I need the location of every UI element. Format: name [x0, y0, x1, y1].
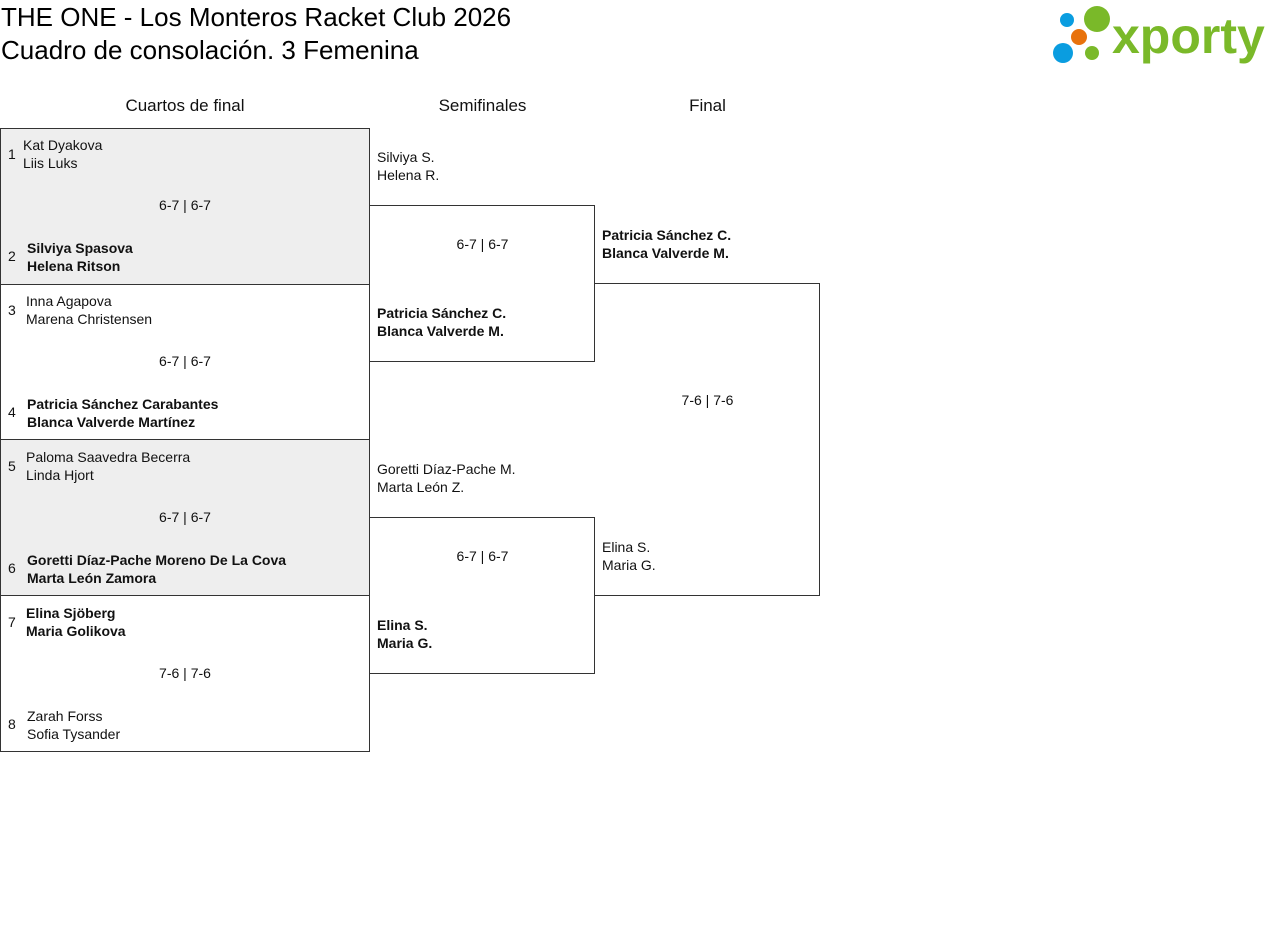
semifinal-1-team-b-player-1: Patricia Sánchez C.	[377, 305, 507, 321]
quarterfinal-match-4	[0, 596, 370, 752]
seed-number: 8	[8, 716, 16, 732]
quarterfinal-4-team-a-player-2: Maria Golikova	[26, 623, 126, 639]
xporty-logo: xporty	[1052, 4, 1276, 66]
final-team-a-player-1: Patricia Sánchez C.	[602, 227, 732, 243]
quarterfinal-2-team-b-player-2: Blanca Valverde Martínez	[27, 414, 196, 430]
quarterfinal-4-team-b-player-2: Sofia Tysander	[27, 726, 121, 742]
quarterfinal-match-2	[0, 284, 370, 440]
semifinal-2-team-a-player-1: Goretti Díaz-Pache M.	[377, 461, 516, 477]
final-team-b-player-2: Maria G.	[602, 557, 656, 573]
match-score: 7-6 | 7-6	[681, 392, 734, 408]
quarterfinal-1-team-b-player-1: Silviya Spasova	[27, 240, 133, 256]
semifinal-2-team-b-player-1: Elina S.	[377, 617, 428, 633]
seed-number: 1	[8, 146, 16, 162]
quarterfinal-3-team-b-player-1: Goretti Díaz-Pache Moreno De La Cova	[27, 552, 287, 568]
seed-number: 3	[8, 302, 16, 318]
seed-number: 4	[8, 404, 16, 420]
quarterfinal-match-1	[0, 128, 370, 285]
page-subtitle: Cuadro de consolación. 3 Femenina	[1, 35, 419, 65]
final-team-a-player-2: Blanca Valverde M.	[602, 245, 729, 261]
final-team-b-player-1: Elina S.	[602, 539, 651, 555]
quarterfinal-2-team-b-player-1: Patricia Sánchez Carabantes	[27, 396, 219, 412]
final-match	[594, 283, 820, 596]
logo-text: xporty	[1112, 8, 1265, 64]
match-score: 6-7 | 6-7	[159, 197, 211, 213]
quarterfinal-1-team-b-player-2: Helena Ritson	[27, 258, 121, 274]
quarterfinal-4-team-b-player-1: Zarah Forss	[27, 708, 103, 724]
round-quarterfinals: Cuartos de final	[125, 96, 245, 115]
quarterfinal-3-team-b-player-2: Marta León Zamora	[27, 570, 157, 586]
quarterfinal-4-team-a-player-1: Elina Sjöberg	[26, 605, 116, 621]
semifinal-2-team-b-player-2: Maria G.	[377, 635, 433, 651]
quarterfinal-3-team-a-player-2: Linda Hjort	[26, 467, 94, 483]
quarterfinal-1-team-a-player-1: Kat Dyakova	[23, 137, 103, 153]
match-score: 6-7 | 6-7	[159, 353, 211, 369]
match-score: 6-7 | 6-7	[159, 509, 211, 525]
seed-number: 6	[8, 560, 16, 576]
seed-number: 5	[8, 458, 16, 474]
match-score: 6-7 | 6-7	[456, 548, 509, 564]
page-title: THE ONE - Los Monteros Racket Club 2026	[1, 2, 512, 32]
semifinal-2-team-a-player-2: Marta León Z.	[377, 479, 465, 495]
semifinal-1-team-b-player-2: Blanca Valverde M.	[377, 323, 504, 339]
quarterfinal-match-3	[0, 440, 370, 596]
quarterfinal-2-team-a-player-2: Marena Christensen	[26, 311, 153, 327]
seed-number: 2	[8, 248, 16, 264]
quarterfinal-3-team-a-player-1: Paloma Saavedra Becerra	[26, 449, 191, 465]
seed-number: 7	[8, 614, 16, 630]
round-final: Final	[689, 96, 726, 115]
round-semifinals: Semifinales	[438, 96, 527, 115]
semifinal-1-team-a-player-2: Helena R.	[377, 167, 440, 183]
quarterfinal-2-team-a-player-1: Inna Agapova	[26, 293, 112, 309]
match-score: 6-7 | 6-7	[456, 236, 509, 252]
match-score: 7-6 | 7-6	[159, 665, 211, 681]
quarterfinal-1-team-a-player-2: Liis Luks	[23, 155, 78, 171]
semifinal-1-team-a-player-1: Silviya S.	[377, 149, 435, 165]
